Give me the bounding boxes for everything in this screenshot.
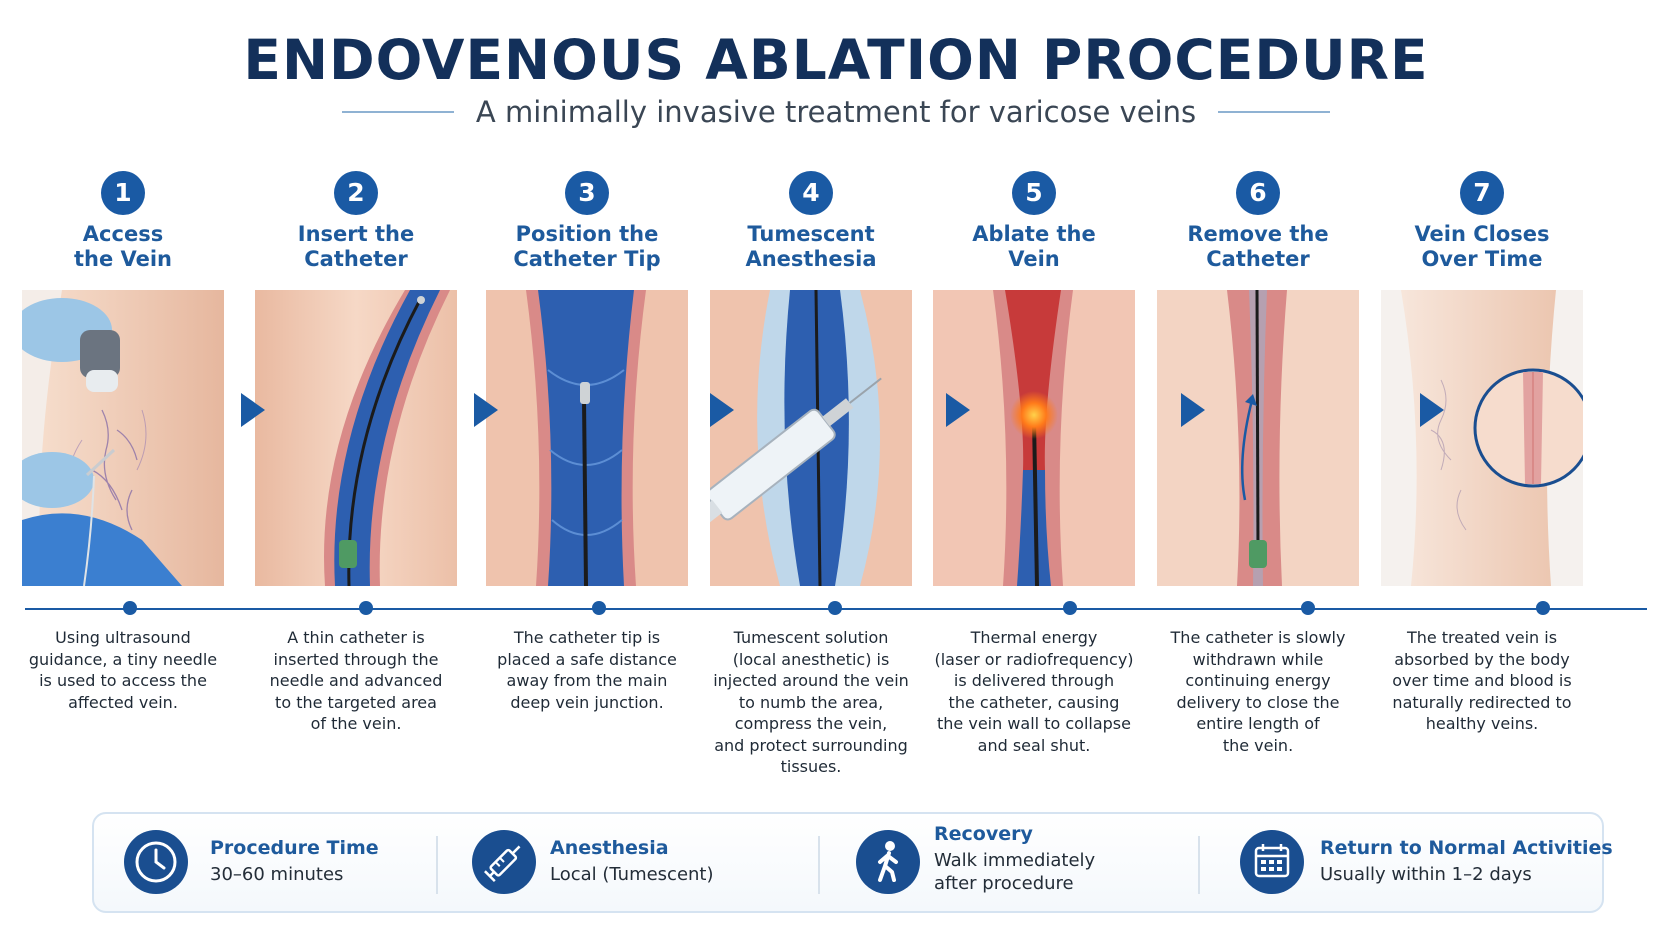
step-description: The treated vein is absorbed by the body… xyxy=(1392,628,1572,733)
step-description: The catheter is slowly withdrawn while c… xyxy=(1170,628,1346,755)
step-title: Tumescent Anesthesia xyxy=(745,222,877,271)
step-number-badge: 6 xyxy=(1236,171,1280,215)
page-subtitle: A minimally invasive treatment for varic… xyxy=(475,95,1197,129)
step-4-illustration xyxy=(710,290,912,586)
step-title: Insert the Catheter xyxy=(297,222,415,271)
info-procedure-time: Procedure Time 30–60 minutes xyxy=(94,814,434,911)
info-divider xyxy=(1198,836,1200,894)
info-label: Return to Normal Activities xyxy=(1320,837,1613,859)
timeline-dot xyxy=(359,601,373,615)
step-description: The catheter tip is placed a safe distan… xyxy=(497,628,677,712)
step-description: Thermal energy (laser or radiofrequency)… xyxy=(934,628,1134,755)
step-number-badge: 2 xyxy=(334,171,378,215)
calendar-icon xyxy=(1240,830,1304,894)
step-arrow-icon xyxy=(946,393,970,427)
step-number-badge: 1 xyxy=(101,171,145,215)
info-value: Walk immediately after procedure xyxy=(934,850,1096,894)
step-description: A thin catheter is inserted through the … xyxy=(269,628,443,733)
step-arrow-icon xyxy=(710,393,734,427)
step-title: Vein Closes Over Time xyxy=(1414,222,1550,271)
info-value: 30–60 minutes xyxy=(210,864,344,885)
step-title: Remove the Catheter xyxy=(1187,222,1329,271)
step-arrow-icon xyxy=(241,393,265,427)
step-number-badge: 3 xyxy=(565,171,609,215)
info-value: Local (Tumescent) xyxy=(550,864,714,885)
step-1-illustration xyxy=(22,290,224,586)
info-value: Usually within 1–2 days xyxy=(1320,864,1532,885)
info-return-activities: Return to Normal Activities Usually with… xyxy=(1200,814,1613,911)
subtitle-row: A minimally invasive treatment for varic… xyxy=(0,92,1672,132)
step-6-illustration xyxy=(1157,290,1359,586)
clock-icon xyxy=(124,830,188,894)
timeline-dot xyxy=(1536,601,1550,615)
timeline-dot xyxy=(123,601,137,615)
step-2-illustration xyxy=(255,290,457,586)
timeline-dot xyxy=(1301,601,1315,615)
subtitle-divider-right xyxy=(1218,111,1331,113)
info-label: Recovery xyxy=(934,823,1033,845)
subtitle-divider-left xyxy=(341,111,454,113)
step-number-badge: 4 xyxy=(789,171,833,215)
step-arrow-icon xyxy=(474,393,498,427)
syringe-icon xyxy=(472,830,536,894)
step-title: Ablate the Vein xyxy=(972,222,1096,271)
info-label: Anesthesia xyxy=(550,837,669,859)
page-title: ENDOVENOUS ABLATION PROCEDURE xyxy=(243,28,1429,92)
step-description: Using ultrasound guidance, a tiny needle… xyxy=(28,628,218,712)
step-arrow-icon xyxy=(1181,393,1205,427)
step-title: Access the Vein xyxy=(73,222,173,271)
info-recovery: Recovery Walk immediately after procedur… xyxy=(820,814,1196,911)
step-description: Tumescent solution (local anesthetic) is… xyxy=(713,628,909,776)
step-5-illustration xyxy=(933,290,1135,586)
step-title: Position the Catheter Tip xyxy=(513,222,661,271)
step-number-badge: 5 xyxy=(1012,171,1056,215)
info-divider xyxy=(818,836,820,894)
info-label: Procedure Time xyxy=(210,837,379,859)
timeline-dot xyxy=(828,601,842,615)
step-7-illustration xyxy=(1381,290,1583,586)
walking-person-icon xyxy=(856,830,920,894)
info-anesthesia: Anesthesia Local (Tumescent) xyxy=(438,814,818,911)
timeline-dot xyxy=(592,601,606,615)
step-number-badge: 7 xyxy=(1460,171,1504,215)
step-arrow-icon xyxy=(1420,393,1444,427)
step-3-illustration xyxy=(486,290,688,586)
info-summary-bar: Procedure Time 30–60 minutes Anesthesia … xyxy=(92,812,1613,913)
timeline-dot xyxy=(1063,601,1077,615)
info-divider xyxy=(436,836,438,894)
